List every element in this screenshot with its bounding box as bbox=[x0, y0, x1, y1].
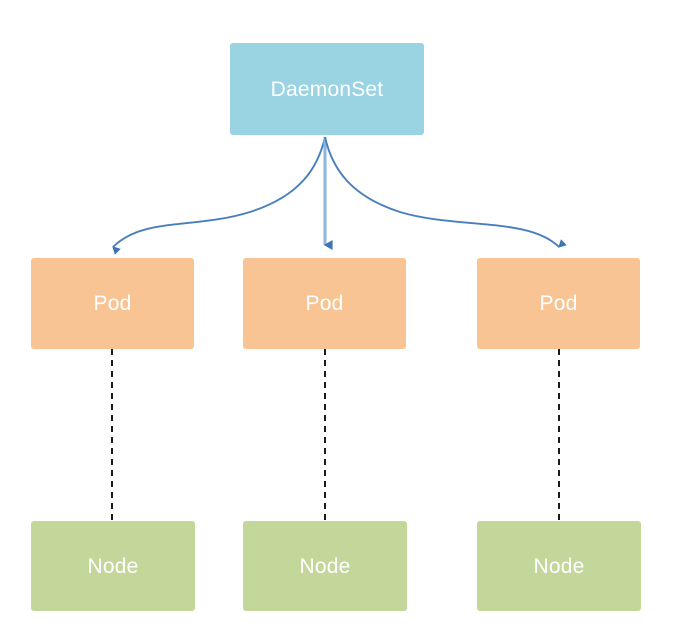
pod-label-3: Pod bbox=[539, 292, 578, 315]
node-label-2: Node bbox=[299, 554, 351, 578]
node-box-3[interactable]: Node bbox=[477, 521, 641, 611]
pod-label-2: Pod bbox=[305, 292, 344, 315]
daemonset-label: DaemonSet bbox=[270, 77, 384, 101]
node-label-1: Node bbox=[87, 554, 139, 578]
node-box-2[interactable]: Node bbox=[243, 521, 407, 611]
edge-daemonset-to-pod-1 bbox=[112, 136, 326, 255]
node-label-3: Node bbox=[533, 554, 585, 578]
node-box-1[interactable]: Node bbox=[31, 521, 195, 611]
pod-box-2[interactable]: Pod bbox=[243, 258, 406, 349]
edge-daemonset-to-pod-3 bbox=[324, 136, 567, 248]
pod-box-3[interactable]: Pod bbox=[477, 258, 640, 349]
pod-label-1: Pod bbox=[93, 292, 132, 315]
pod-box-1[interactable]: Pod bbox=[31, 258, 194, 349]
daemonset-box[interactable]: DaemonSet bbox=[230, 43, 424, 135]
